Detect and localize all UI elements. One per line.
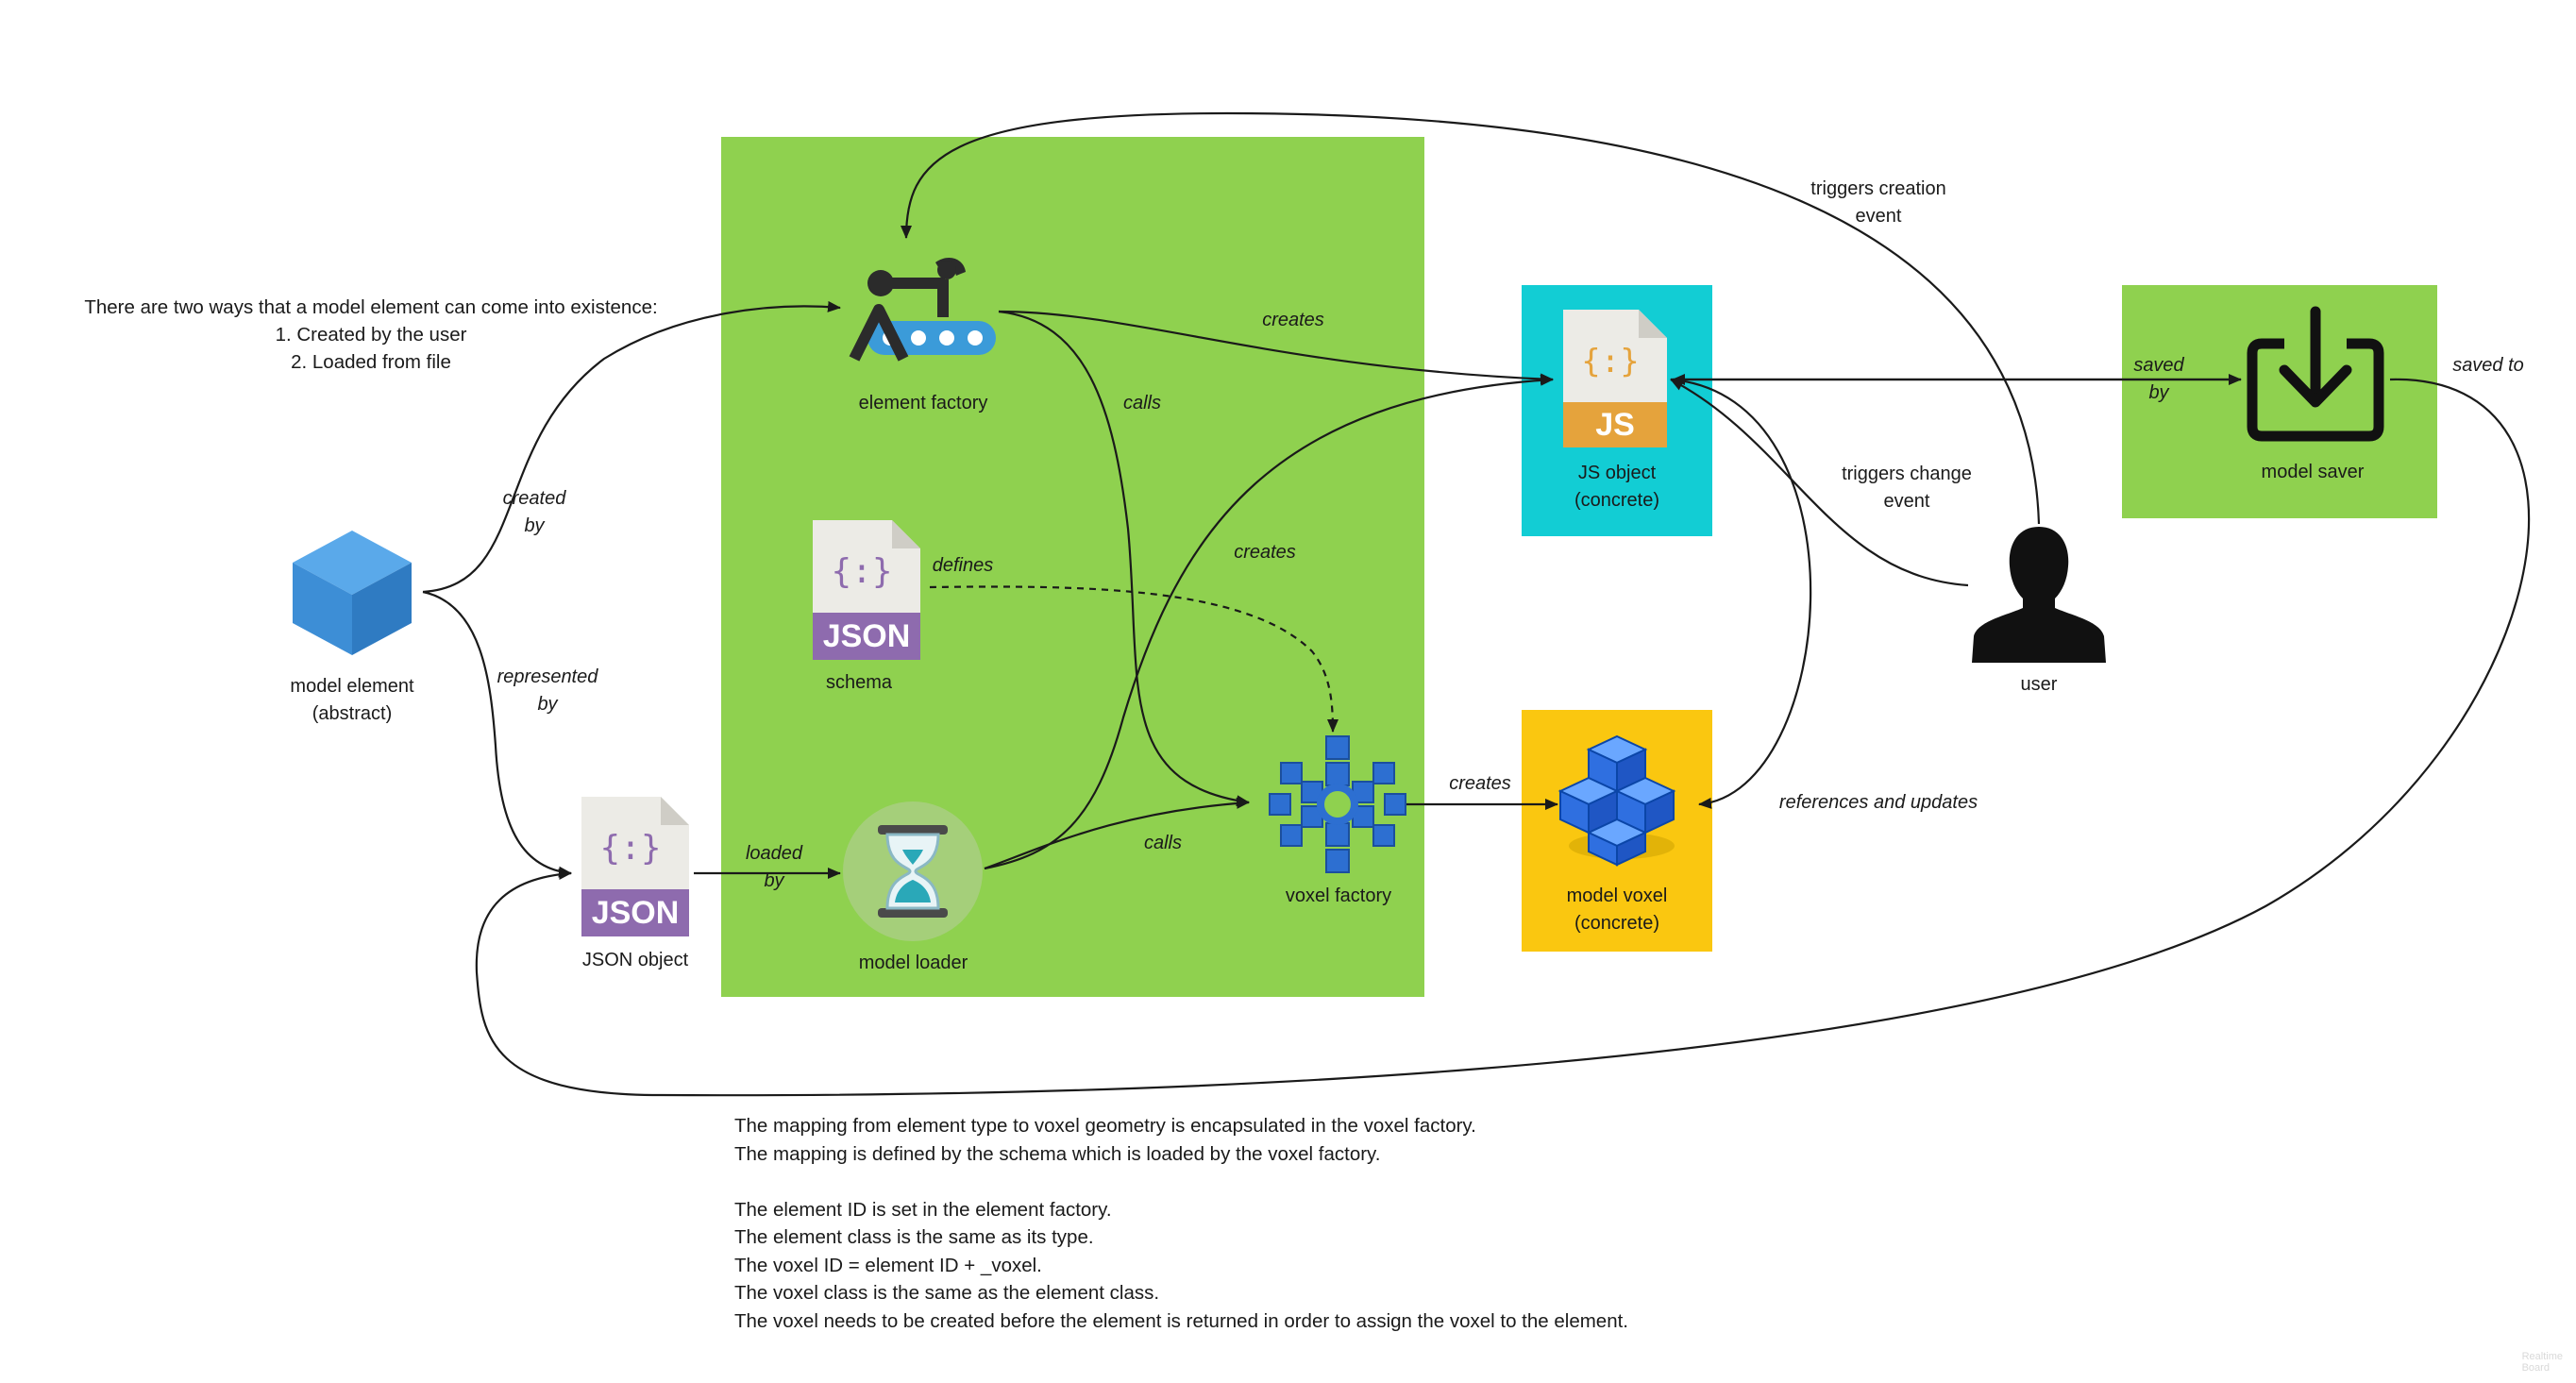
intro-note: There are two ways that a model element … [45, 294, 697, 376]
edge-represented-by [422, 590, 572, 878]
note-line [734, 1168, 1773, 1196]
edge-defines [929, 585, 1339, 733]
svg-text:{:}: {:} [831, 552, 892, 591]
user-label: user [2020, 674, 2058, 695]
snowflake-cubes-icon [1268, 734, 1407, 874]
model-saver-label: model saver [2261, 462, 2365, 482]
edge-label-creates-js: creates [1262, 310, 1324, 330]
svg-text:{:}: {:} [599, 829, 661, 868]
element-factory-label: element factory [858, 393, 988, 413]
svg-text:{:}: {:} [1581, 343, 1639, 380]
edge-label-loaded-by: loaded by [745, 843, 803, 891]
edge-triggers-creation [901, 111, 2041, 525]
edge-label-references-updates: references and updates [1778, 792, 1978, 813]
voxel-cubes-icon [1556, 734, 1678, 867]
model-loader-label: model loader [858, 953, 968, 973]
model-saver-region [2122, 285, 2437, 518]
download-icon [2241, 306, 2390, 447]
intro-line: 1. Created by the user [275, 324, 467, 346]
json-file-icon: {:} JSON [807, 518, 925, 662]
edge-created-by [422, 300, 841, 594]
edge-label-triggers-change: triggers change event [1842, 464, 1972, 512]
edge-label-defines: defines [932, 555, 994, 576]
json-badge: JSON [591, 895, 680, 931]
hourglass-icon [842, 801, 984, 942]
json-object-label: JSON object [581, 950, 689, 970]
edge-references-updates [1670, 378, 1812, 809]
note-line: The element class is the same as its typ… [734, 1226, 1094, 1248]
note-line: The element ID is set in the element fac… [734, 1198, 1112, 1221]
edge-creates-js [998, 310, 1554, 385]
cube-icon [281, 521, 423, 663]
edge-label-saved-by: saved by [2133, 355, 2184, 403]
js-object-label: JS object (concrete) [1574, 463, 1660, 511]
model-voxel-label: model voxel (concrete) [1566, 885, 1668, 934]
intro-line: 2. Loaded from file [291, 351, 451, 373]
json-badge: JSON [822, 618, 911, 654]
model-element-label: model element (abstract) [290, 676, 414, 724]
edge-label-triggers-creation: triggers creation event [1810, 178, 1946, 227]
bottom-note: The mapping from element type to voxel g… [734, 1112, 1773, 1335]
edge-calls-element [998, 310, 1250, 807]
note-line: The mapping is defined by the schema whi… [734, 1142, 1381, 1165]
json-file-icon: {:} JSON [576, 795, 694, 938]
edge-triggers-change [1670, 379, 1969, 587]
edge-label-calls-element: calls [1122, 393, 1161, 413]
edge-label-created-by: created by [502, 488, 566, 536]
edge-label-creates-loader: creates [1234, 542, 1296, 563]
intro-line: There are two ways that a model element … [84, 296, 658, 318]
voxel-factory-label: voxel factory [1285, 885, 1392, 906]
js-file-icon: {:} JS [1557, 308, 1671, 449]
note-line: The voxel needs to be created before the… [734, 1309, 1628, 1332]
edge-calls-loader [984, 797, 1250, 870]
edge-label-saved-to: saved to [2452, 355, 2524, 376]
user-silhouette-icon [1968, 521, 2110, 663]
note-line: The voxel ID = element ID + _voxel. [734, 1254, 1042, 1276]
watermark: Realtime Board [2521, 1351, 2563, 1374]
edge-saved-to [475, 378, 2531, 1097]
note-line: The mapping from element type to voxel g… [734, 1115, 1476, 1137]
edge-label-creates-voxel: creates [1449, 773, 1511, 794]
edge-label-calls-loader: calls [1143, 833, 1182, 853]
edge-creates-loader [984, 374, 1554, 870]
robot-arm-conveyor-icon [845, 244, 1001, 366]
edge-label-represented-by: represented by [497, 666, 598, 715]
js-badge: JS [1595, 407, 1635, 443]
schema-label: schema [825, 672, 893, 693]
note-line: The voxel class is the same as the eleme… [734, 1282, 1160, 1304]
